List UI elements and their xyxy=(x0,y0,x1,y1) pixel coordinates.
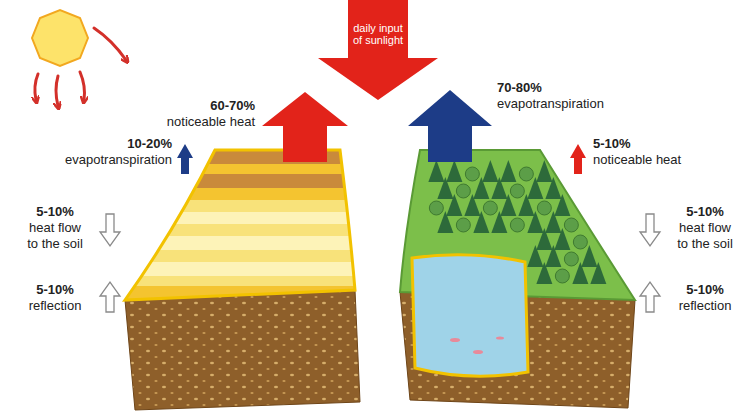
tree xyxy=(428,160,444,182)
tree xyxy=(518,194,534,216)
tree xyxy=(437,177,453,199)
tree xyxy=(536,160,552,182)
tree xyxy=(437,211,453,233)
pond xyxy=(412,255,528,376)
tree xyxy=(500,194,516,216)
tree xyxy=(446,194,462,216)
tree xyxy=(554,194,570,216)
percentage: 5-10% xyxy=(670,282,740,298)
tree xyxy=(555,269,569,283)
tree xyxy=(491,211,507,233)
tree xyxy=(473,177,489,199)
reflection-arrow-left xyxy=(100,282,120,312)
soil-left xyxy=(125,290,360,410)
percentage: 5-10% xyxy=(23,204,87,220)
heat-arrow-left xyxy=(262,92,348,162)
tree xyxy=(590,262,606,284)
soil-flow-arrow-left xyxy=(100,214,120,246)
tree xyxy=(482,160,498,182)
flow-label: reflection xyxy=(20,298,90,314)
flow-label: noticeable heat xyxy=(167,114,255,130)
tree xyxy=(456,184,470,198)
flow-label: heat flow to the soil xyxy=(23,220,87,252)
tree xyxy=(545,177,561,199)
tree xyxy=(536,262,552,284)
flow-label: evapotranspiration xyxy=(65,152,172,168)
flow-label: noticeable heat xyxy=(593,152,681,168)
heat-arrow-right xyxy=(570,144,586,174)
tree xyxy=(510,218,524,232)
tree xyxy=(564,218,578,232)
tree xyxy=(446,160,462,182)
tree xyxy=(581,245,597,267)
percentage: 10-20% xyxy=(127,136,172,152)
tree xyxy=(545,211,561,233)
tree xyxy=(473,211,489,233)
tree xyxy=(456,218,470,232)
tree xyxy=(500,160,516,182)
percentage: 60-70% xyxy=(210,98,255,114)
tree xyxy=(554,228,570,250)
tree xyxy=(545,245,561,267)
tree xyxy=(465,167,479,181)
sun-rays xyxy=(35,28,126,106)
percentage: 5-10% xyxy=(673,204,737,220)
flow-label: heat flow to the soil xyxy=(673,220,737,252)
flow-label: evapotranspiration xyxy=(497,96,604,112)
evapo-arrow-right xyxy=(408,90,492,162)
node-text: daily input of sunlight xyxy=(348,22,408,46)
fish xyxy=(450,336,504,354)
tree xyxy=(537,201,551,215)
tree xyxy=(564,252,578,266)
input-arrow xyxy=(318,0,438,100)
tree xyxy=(483,201,497,215)
tree xyxy=(429,201,443,215)
sunlight-arrow-label: daily input of sunlight xyxy=(348,22,408,46)
tree xyxy=(572,262,588,284)
tree xyxy=(491,177,507,199)
tree xyxy=(573,235,587,249)
forest xyxy=(428,160,606,284)
soil-flow-arrow-right xyxy=(640,214,660,246)
tree xyxy=(464,194,480,216)
percentage: 5-10% xyxy=(593,136,631,152)
tree xyxy=(527,177,543,199)
reflection-arrow-right xyxy=(640,282,660,312)
field-outline xyxy=(125,150,355,300)
evapo-arrow-left xyxy=(177,144,193,174)
sun xyxy=(32,10,88,66)
tree xyxy=(527,245,543,267)
tree xyxy=(510,184,524,198)
tree xyxy=(527,211,543,233)
percentage: 5-10% xyxy=(20,282,90,298)
flow-label: reflection xyxy=(670,298,740,314)
percentage: 70-80% xyxy=(497,80,542,96)
tree xyxy=(536,228,552,250)
tree xyxy=(519,167,533,181)
